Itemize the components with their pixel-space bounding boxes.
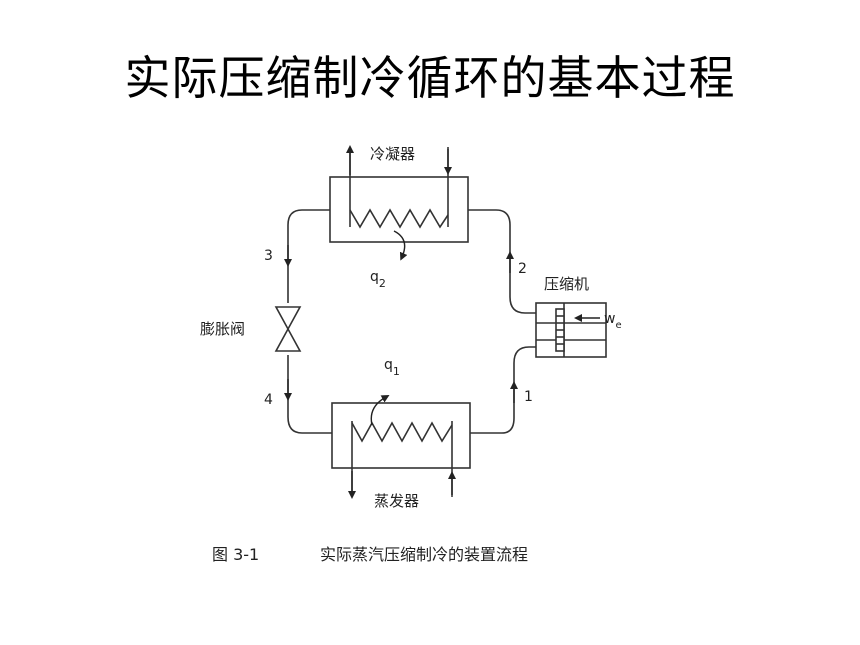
evaporator-label: 蒸发器 [374, 492, 419, 510]
condenser-label: 冷凝器 [370, 145, 415, 163]
compressor-body [535, 302, 607, 358]
heat-out-arrow [393, 230, 408, 261]
pipe-valve-to-evaporator [287, 355, 332, 434]
evaporator-coil [351, 421, 453, 443]
compressor-label: 压缩机 [544, 275, 589, 293]
heat-in-symbol: q1 [384, 357, 400, 378]
work-symbol: we [604, 311, 622, 331]
condenser-coil [349, 208, 449, 229]
refrigeration-cycle-diagram: 冷凝器 蒸发器 压缩机 膨胀阀 q2 q1 we 1 2 3 4 图 3-1 实… [200, 145, 622, 564]
heat-in-arrow [370, 395, 390, 426]
state-point-4: 4 [264, 392, 273, 408]
slide-title: 实际压缩制冷循环的基本过程 [124, 51, 736, 105]
figure-caption: 实际蒸汽压缩制冷的装置流程 [320, 545, 528, 564]
expansion-valve-label: 膨胀阀 [200, 320, 245, 338]
heat-out-symbol: q2 [370, 269, 386, 290]
figure-number: 图 3-1 [212, 545, 259, 564]
state-point-1: 1 [524, 389, 533, 405]
evaporator-box [331, 402, 471, 469]
expansion-valve [274, 306, 302, 352]
condenser-box [329, 176, 469, 243]
pipe-condenser-to-valve [287, 209, 330, 303]
state-point-3: 3 [264, 248, 273, 264]
state-point-2: 2 [518, 261, 527, 277]
